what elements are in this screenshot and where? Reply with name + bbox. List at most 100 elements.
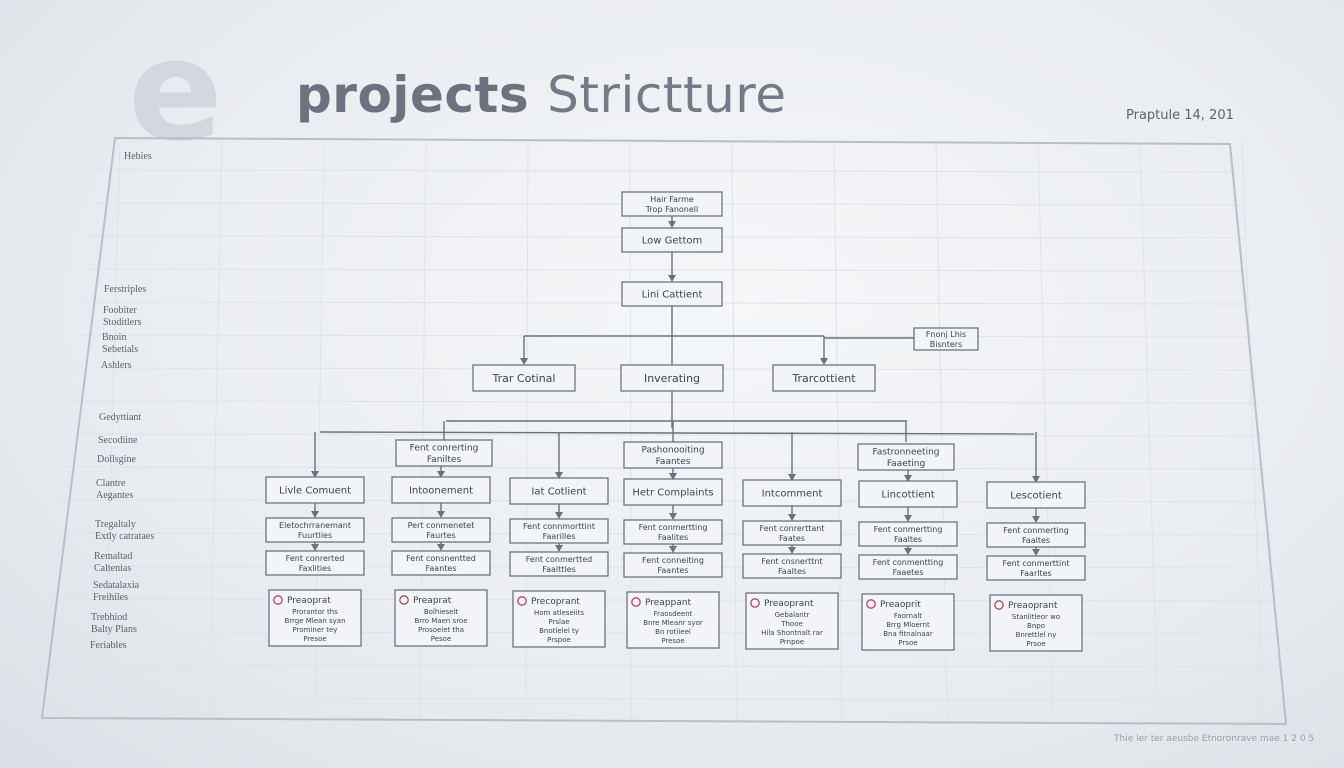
grid-line [1139, 141, 1159, 719]
arrowhead [437, 511, 445, 518]
column-2-head-line: Intoonement [409, 486, 473, 497]
column-4-program-line: Bn rotiieel [655, 628, 691, 636]
column-1-row1-line: Fuurtlies [298, 531, 332, 540]
diagram-frame [40, 136, 1288, 726]
top-node-3-line: Lini Cattient [642, 290, 703, 301]
column-1-row2-line: Faxlities [299, 564, 331, 573]
column-5-program-line: Gebalantr [775, 611, 810, 619]
level3-subheader-1-box [395, 439, 493, 467]
column-7-row1-line: Faaltes [1022, 536, 1050, 545]
column-6-row1-box [858, 521, 958, 547]
column-6-program-line: Prsoe [898, 639, 917, 647]
alert-circle-icon [750, 598, 760, 608]
column-3-row1-line: Faarilles [543, 532, 576, 541]
column-6-head-line: Lincottient [881, 490, 934, 501]
arrowhead [1032, 549, 1040, 556]
column-4-row1-line: Faalites [658, 533, 688, 542]
column-6-program-title: Preaoprit [880, 600, 921, 610]
column-3-row1-line: Fent connmorttint [523, 522, 595, 531]
column-7-row1-box [986, 522, 1086, 548]
column-5-program-title: Preaoprant [764, 599, 814, 609]
column-2-program-line: Pesoe [431, 635, 452, 643]
column-6-program-line: Brrg Mloernt [886, 621, 930, 629]
column-4-program-line: Bnre Mleanr syor [643, 619, 703, 627]
column-4-head: Hetr Complaints [623, 478, 723, 506]
side-label: Ashlers [101, 360, 132, 371]
column-6-head-box [858, 480, 958, 508]
column-2-row1-box [391, 517, 491, 543]
column-6-row2-line: Fent conmentting [873, 558, 944, 567]
top-node-1-line: Trop Fanonell [645, 205, 699, 214]
column-5-row2-line: Faaltes [778, 567, 806, 576]
column-4-program-line: Presoe [661, 637, 684, 645]
column-4-row2-line: Fent conneiting [642, 556, 704, 565]
grid-line [103, 141, 121, 719]
column-5-row2-box [742, 553, 842, 579]
column-4-row2-box [623, 552, 723, 578]
arrowhead [788, 474, 796, 481]
column-5-head-line: Intcomment [762, 489, 823, 500]
level2-node-2-box [620, 364, 724, 392]
side-label: Extly catrataes [95, 531, 154, 542]
level2-node-2-line: Inverating [644, 372, 700, 385]
arrowhead [555, 545, 563, 552]
column-5-row1-box [742, 520, 842, 546]
column-6-row1-line: Fent conmertting [874, 525, 943, 534]
column-4-program-title: Preappant [645, 598, 691, 608]
side-label: Tregaltaly [95, 519, 136, 530]
column-2-program-line: Prosoelet tha [418, 626, 464, 634]
top-node-3: Lini Cattient [621, 281, 723, 307]
column-3-head: Iat Cotlient [509, 477, 609, 505]
column-1-row1-line: Eletochrranemant [279, 521, 351, 530]
header-meta: Praptule 14, 201 [1126, 108, 1234, 123]
column-1-row1-box [265, 517, 365, 543]
level3-subheader-1-line: Faniltes [427, 455, 462, 465]
frame-label: Hebies [124, 151, 152, 162]
arrowhead [669, 513, 677, 520]
column-6-row2-line: Faaetes [893, 568, 924, 577]
column-7-head-box [986, 481, 1086, 509]
column-1-head-line: Livle Comuent [279, 486, 351, 497]
column-7-head-line: Lescotient [1010, 491, 1062, 502]
side-label: Caltenias [94, 563, 131, 574]
column-3-row2-line: Fent conmertted [526, 555, 592, 564]
column-2-row1-line: Pert conmenetet [408, 521, 475, 530]
column-2-row2-box [391, 550, 491, 576]
side-label: Aegantes [96, 490, 133, 501]
side-label: Trebhiod [91, 612, 127, 623]
arrowhead [668, 221, 676, 228]
column-3-program-line: Hom atleseiits [534, 609, 584, 617]
level2-node-3-box [772, 364, 876, 392]
arrowhead [437, 544, 445, 551]
column-5-row1-line: Fent conrerttant [760, 524, 825, 533]
grid-line [85, 268, 1247, 272]
arrowhead [311, 471, 319, 478]
column-4-head-box [623, 478, 723, 506]
column-3-program-title: Precoprant [531, 597, 580, 607]
level3-subheader-2-box [623, 441, 723, 469]
arrowhead [311, 511, 319, 518]
arrowhead [788, 547, 796, 554]
column-6-row1-line: Faaltes [894, 535, 922, 544]
column-7-program-title: Preaoprant [1008, 601, 1058, 611]
side-label: Stoditlers [103, 317, 141, 328]
diagram-edges [311, 216, 1040, 556]
column-1-row2-box [265, 550, 365, 576]
